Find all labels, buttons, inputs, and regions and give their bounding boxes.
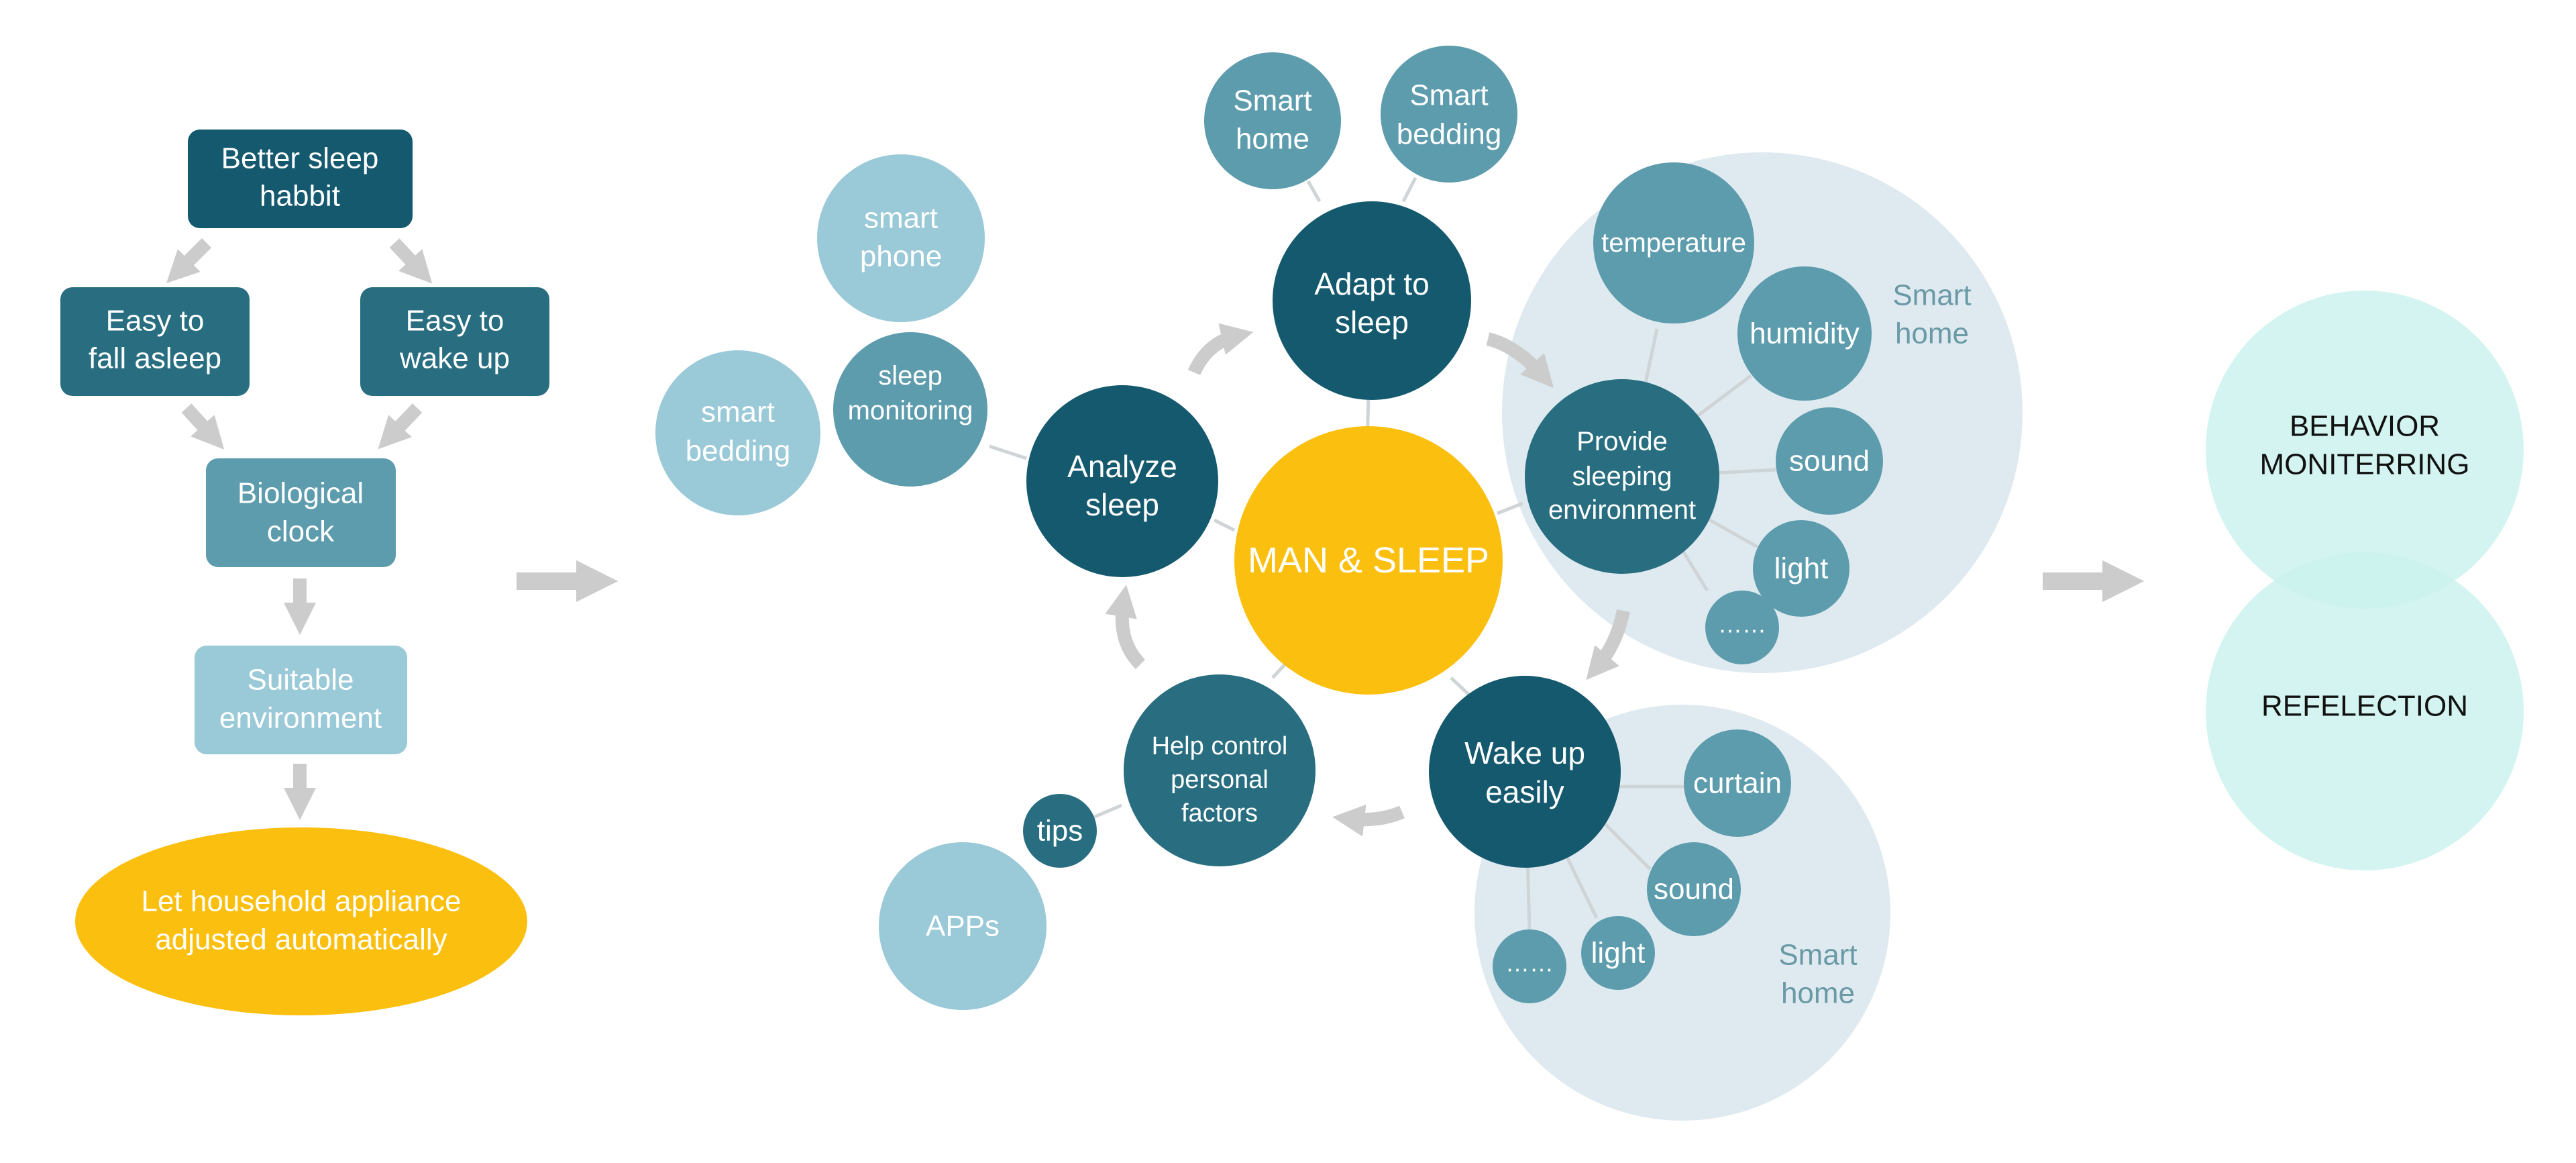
svg-text:Easy to: Easy to — [106, 305, 205, 338]
flowchart: Better sleep habbit Easy to fall asleep … — [60, 130, 549, 1015]
svg-text:light: light — [1774, 552, 1829, 585]
behavior-monitoring-circle — [2206, 291, 2524, 609]
result-venn: BEHAVIOR MONITERRING REFELECTION — [2206, 291, 2524, 870]
svg-text:Provide: Provide — [1576, 427, 1668, 456]
cycle-arrow-provide-to-wake — [1586, 609, 1630, 680]
apps-bubble: APPs — [879, 842, 1046, 1010]
sound-env-bubble: sound — [1776, 407, 1883, 515]
center-man-and-sleep: MAN & SLEEP — [1234, 426, 1503, 695]
biological-clock-box: Biological clock — [206, 458, 396, 567]
svg-text:light: light — [1591, 937, 1646, 970]
svg-text:MONITERRING: MONITERRING — [2260, 448, 2470, 481]
svg-text:factors: factors — [1181, 799, 1258, 827]
provide-environment-node: Provide sleeping environment — [1525, 379, 1719, 574]
flow-arrow-habit-to-fall-asleep — [166, 238, 212, 283]
svg-text:Let household appliance: Let household appliance — [141, 885, 461, 918]
svg-text:……: …… — [1505, 950, 1554, 977]
svg-text:smart: smart — [701, 396, 775, 429]
humidity-bubble: humidity — [1737, 266, 1872, 401]
svg-text:sleep: sleep — [1085, 487, 1159, 522]
svg-text:temperature: temperature — [1601, 228, 1746, 258]
svg-text:environment: environment — [219, 702, 382, 735]
temperature-bubble: temperature — [1593, 162, 1754, 323]
wake-up-easily-node: Wake up easily — [1429, 676, 1621, 868]
environment-group-label: Smart home — [1892, 279, 1971, 350]
svg-text:sleep: sleep — [878, 361, 943, 391]
sound-wake-bubble: sound — [1647, 842, 1741, 936]
svg-text:personal: personal — [1171, 766, 1269, 794]
easy-fall-asleep-box: Easy to fall asleep — [60, 287, 250, 396]
svg-text:Better sleep: Better sleep — [221, 142, 379, 175]
svg-text:Wake up: Wake up — [1464, 736, 1585, 770]
cycle-arrows — [1105, 323, 1630, 837]
svg-text:……: …… — [1718, 611, 1766, 638]
svg-text:sound: sound — [1654, 873, 1734, 906]
cycle-arrow-wake-to-help — [1332, 804, 1405, 837]
svg-text:Adapt to: Adapt to — [1314, 266, 1429, 301]
connector-lines — [989, 176, 1776, 933]
adapt-to-sleep-node: Adapt to sleep — [1273, 201, 1471, 400]
svg-text:Suitable: Suitable — [247, 664, 354, 697]
suitable-environment-box: Suitable environment — [195, 646, 407, 754]
svg-text:Smart: Smart — [1892, 279, 1971, 312]
more-env-bubble: …… — [1705, 591, 1779, 664]
flow-arrow-habit-to-wake-up — [389, 238, 433, 284]
smart-bedding-adapt-bubble: Smart bedding — [1381, 46, 1517, 183]
svg-text:APPs: APPs — [926, 910, 1000, 943]
svg-text:sound: sound — [1789, 445, 1870, 478]
light-env-bubble: light — [1753, 520, 1849, 617]
svg-text:bedding: bedding — [1397, 118, 1502, 151]
tips-bubble: tips — [1023, 794, 1097, 868]
svg-text:Smart: Smart — [1778, 939, 1857, 972]
svg-text:MAN & SLEEP: MAN & SLEEP — [1248, 540, 1489, 580]
smart-home-bubble: Smart home — [1204, 52, 1341, 189]
better-sleep-habit-box: Better sleep habbit — [188, 130, 413, 228]
svg-text:monitoring: monitoring — [848, 396, 973, 425]
svg-text:clock: clock — [267, 515, 335, 548]
svg-text:Smart: Smart — [1233, 85, 1311, 117]
svg-text:Help control: Help control — [1152, 732, 1288, 760]
svg-text:fall asleep: fall asleep — [89, 342, 221, 375]
svg-text:sleeping: sleeping — [1572, 462, 1672, 491]
svg-text:BEHAVIOR: BEHAVIOR — [2290, 410, 2440, 443]
help-control-factors-node: Help control personal factors — [1124, 674, 1316, 866]
smart-bedding-bubble: smart bedding — [655, 350, 820, 515]
svg-text:home: home — [1781, 977, 1855, 1010]
svg-text:Easy to: Easy to — [406, 305, 504, 338]
flow-arrow-fall-asleep-to-clock — [181, 403, 225, 450]
analyze-sleep-node: Analyze sleep — [1026, 385, 1218, 577]
svg-text:tips: tips — [1037, 815, 1083, 848]
flow-arrow-wake-up-to-clock — [378, 403, 423, 450]
more-wake-bubble: …… — [1493, 929, 1566, 1003]
svg-text:habbit: habbit — [260, 180, 340, 213]
svg-text:adjusted automatically: adjusted automatically — [155, 923, 447, 956]
cycle-arrow-help-to-analyze — [1105, 585, 1146, 670]
svg-text:home: home — [1236, 123, 1309, 156]
svg-text:easily: easily — [1485, 774, 1564, 809]
easy-wake-up-box: Easy to wake up — [360, 287, 549, 396]
svg-text:sleep: sleep — [1335, 305, 1409, 340]
cycle-arrow-adapt-to-provide — [1486, 332, 1554, 388]
svg-text:bedding: bedding — [686, 435, 791, 468]
light-wake-bubble: light — [1581, 916, 1655, 990]
svg-text:REFELECTION: REFELECTION — [2261, 690, 2468, 723]
svg-text:phone: phone — [860, 240, 942, 273]
curtain-bubble: curtain — [1684, 729, 1791, 837]
svg-text:wake up: wake up — [399, 342, 510, 375]
svg-text:smart: smart — [864, 202, 938, 235]
svg-text:Biological: Biological — [237, 477, 364, 510]
wake-group-label: Smart home — [1778, 939, 1857, 1010]
household-appliance-ellipse: Let household appliance adjusted automat… — [75, 827, 527, 1015]
smart-phone-bubble: smart phone — [817, 154, 985, 322]
reflection-circle — [2206, 552, 2524, 870]
svg-text:curtain: curtain — [1693, 767, 1782, 800]
cycle-arrow-analyze-to-adapt — [1187, 323, 1254, 376]
svg-text:Analyze: Analyze — [1067, 449, 1177, 484]
svg-text:Smart: Smart — [1409, 79, 1488, 112]
svg-text:environment: environment — [1548, 495, 1696, 525]
svg-text:home: home — [1895, 317, 1969, 350]
svg-text:humidity: humidity — [1750, 317, 1860, 350]
sleep-monitoring-bubble: sleep monitoring — [833, 332, 987, 487]
